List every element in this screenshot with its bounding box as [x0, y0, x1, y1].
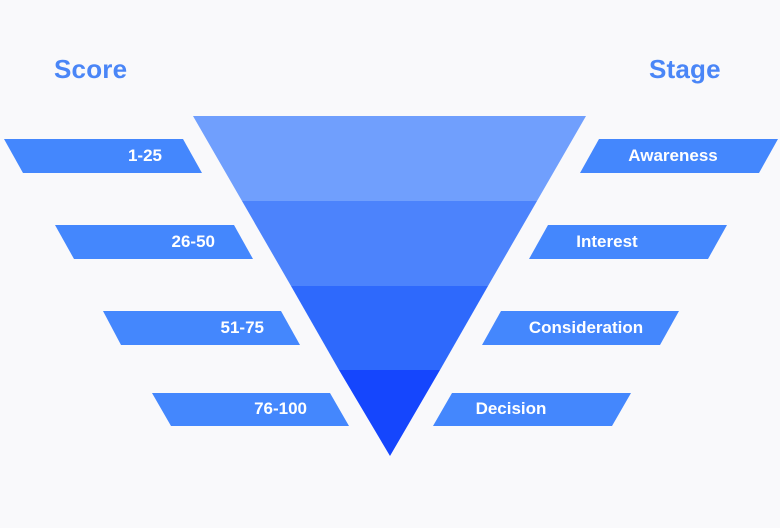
- score-bar-3: [103, 311, 300, 345]
- funnel-band-decision: [339, 370, 440, 456]
- score-label-4: 76-100: [254, 399, 307, 418]
- score-bar-4: [152, 393, 349, 426]
- funnel-band-awareness: [193, 116, 586, 201]
- stage-label-4: Decision: [475, 399, 547, 418]
- score-label-1: 1-25: [127, 146, 162, 165]
- score-label-3: 51-75: [220, 318, 264, 337]
- stage-bar-4: [433, 393, 631, 426]
- stage-bar-1: [580, 139, 778, 173]
- score-heading: Score: [54, 54, 128, 84]
- funnel-band-interest: [242, 201, 537, 286]
- stage-label-2: Interest: [576, 232, 638, 251]
- score-bar-1: [4, 139, 202, 173]
- funnel-band-consideration: [291, 286, 488, 370]
- stage-label-3: Consideration: [528, 318, 644, 337]
- stage-heading: Stage: [649, 54, 721, 84]
- stage-bar-2: [529, 225, 727, 259]
- score-bar-2: [55, 225, 253, 259]
- stage-bar-3: [482, 311, 679, 345]
- score-label-2: 26-50: [171, 232, 215, 251]
- stage-label-1: Awareness: [628, 146, 718, 165]
